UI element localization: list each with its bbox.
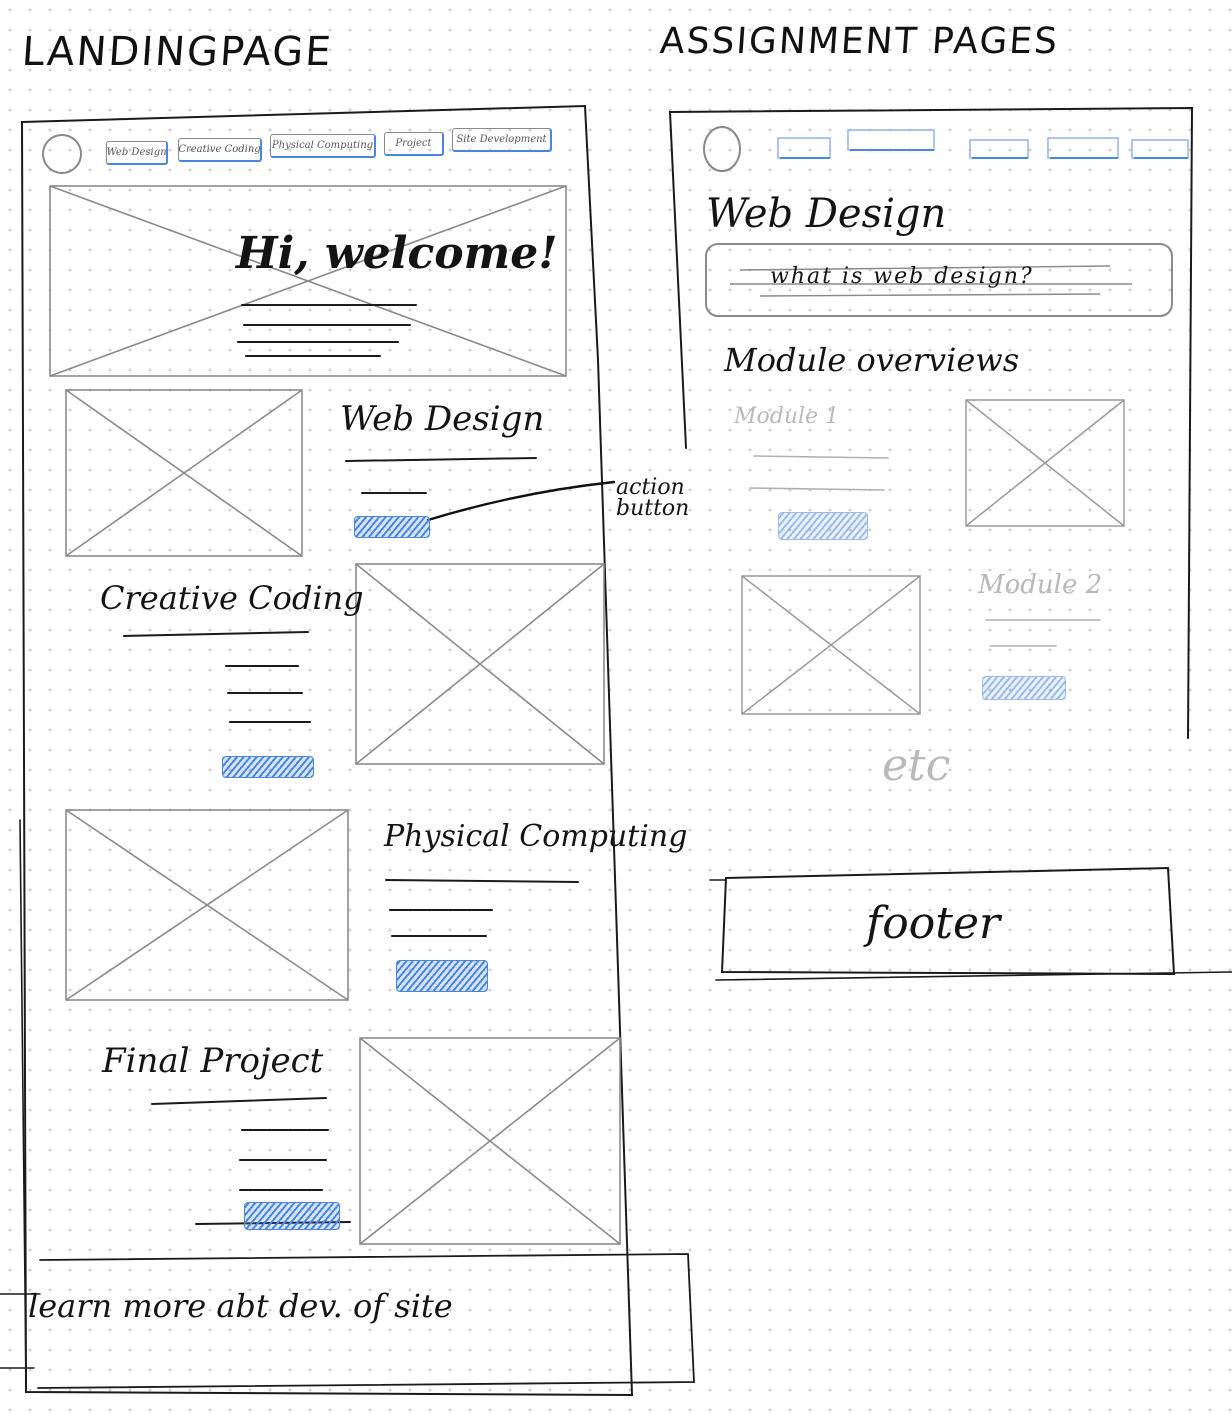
- section-text-lines: [123, 631, 311, 723]
- module-text-lines: [985, 619, 1101, 647]
- section-image-placeholder: [65, 809, 349, 1001]
- section-text-lines: [385, 879, 579, 937]
- landing-footer-box: [37, 1253, 695, 1389]
- nav-link-creative-coding[interactable]: Creative Coding: [178, 138, 262, 162]
- nav-link-web-design[interactable]: Web Design: [106, 141, 168, 165]
- question-box-text[interactable]: what is web design?: [770, 264, 1034, 289]
- hero-text-lines: [237, 304, 417, 357]
- question-box-outline: [705, 243, 1173, 317]
- section-title-creative-coding: Creative Coding: [100, 579, 364, 617]
- section-title-web-design: Web Design: [340, 399, 545, 439]
- module-1-action-button[interactable]: [778, 512, 868, 540]
- assignment-nav-bars: [777, 129, 1189, 159]
- section-title-final-project: Final Project: [102, 1041, 324, 1081]
- landing-page-frame: [20, 104, 634, 1397]
- module-1-title: Module 1: [734, 404, 840, 429]
- nav-link-physical-computing[interactable]: Physical Computing: [270, 134, 376, 158]
- creative-coding-action-button[interactable]: [222, 756, 314, 778]
- annotation-action-button-label: action button: [616, 475, 690, 521]
- annotation-pointer-line: [426, 480, 616, 522]
- module-overviews-heading: Module overviews: [724, 341, 1020, 379]
- assignment-pages-title: ASSIGNMENT PAGES: [658, 21, 1061, 62]
- final-project-action-button[interactable]: [244, 1202, 340, 1230]
- web-design-action-button[interactable]: [354, 516, 430, 538]
- physical-computing-action-button[interactable]: [396, 960, 488, 992]
- nav-link-site-development[interactable]: Site Development: [452, 128, 552, 152]
- section-image-placeholder: [355, 563, 605, 765]
- module-2-action-button[interactable]: [982, 676, 1066, 700]
- module-image-placeholder: [741, 575, 921, 715]
- assignment-page-heading: Web Design: [706, 191, 947, 237]
- section-title-physical-computing: Physical Computing: [384, 819, 688, 854]
- hero-image-placeholder: [49, 185, 567, 377]
- section-image-placeholder: [359, 1037, 621, 1245]
- assignment-page-frame: [668, 106, 1194, 739]
- etc-note: etc: [882, 740, 951, 791]
- nav-link-project[interactable]: Project: [384, 132, 444, 156]
- assignment-footer-label: footer: [866, 898, 1001, 949]
- assignment-footer-box: [720, 866, 1176, 976]
- module-image-placeholder: [965, 399, 1125, 527]
- landing-footer-text[interactable]: learn more abt dev. of site: [28, 1287, 453, 1325]
- landing-page-title: LANDINGPAGE: [20, 29, 335, 75]
- assignment-logo-circle: [703, 126, 741, 172]
- section-text-lines: [345, 457, 537, 494]
- hero-heading: Hi, welcome!: [236, 228, 558, 279]
- module-2-title: Module 2: [978, 570, 1103, 600]
- module-text-lines: [749, 455, 889, 491]
- section-image-placeholder: [65, 389, 303, 557]
- logo-circle[interactable]: [42, 134, 82, 174]
